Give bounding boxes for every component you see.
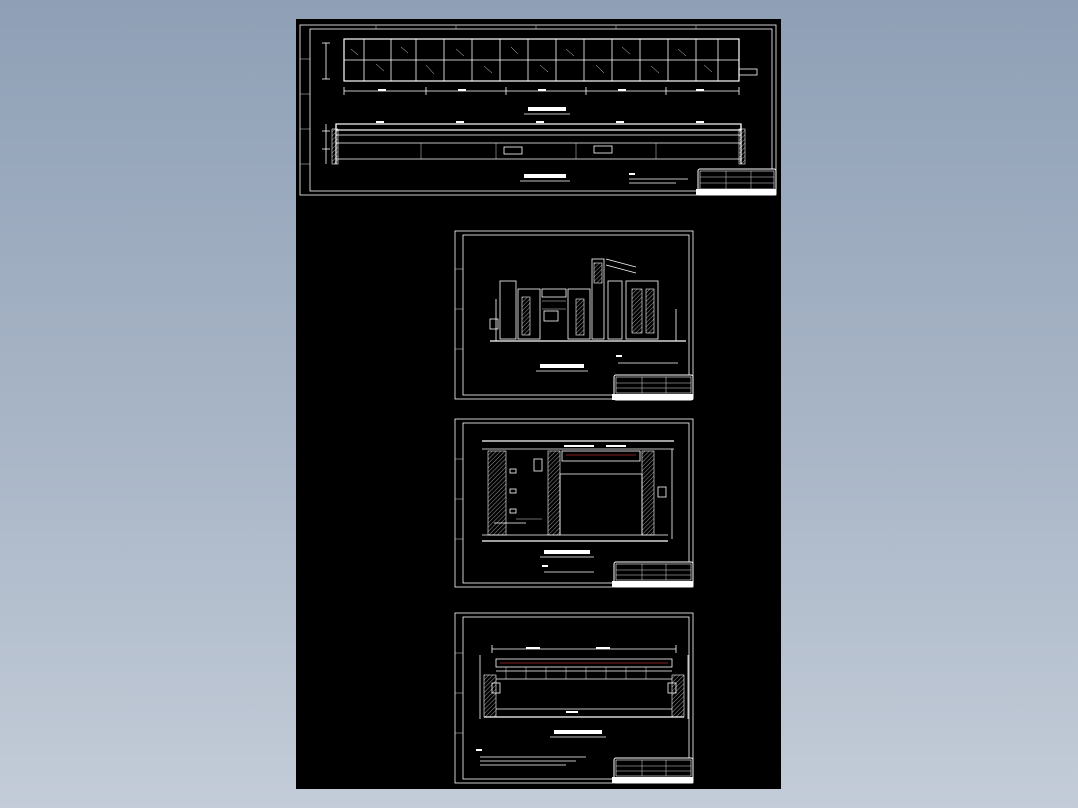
sheet-1-plan-view	[322, 38, 758, 82]
sheet-3-title-block	[612, 561, 694, 588]
sheet-2-border-ticks	[455, 268, 463, 350]
sheet-4-inner-border	[462, 616, 690, 780]
sheet-3-outer-border	[454, 418, 694, 588]
sheet-4-border-ticks	[455, 652, 463, 734]
sheet-1-title-block	[696, 168, 777, 196]
drawing-sheet-4[interactable]	[454, 612, 694, 784]
drawing-sheet-1[interactable]	[299, 24, 777, 196]
sheet-1-outer-border	[299, 24, 777, 196]
sheet-4-title-block	[612, 757, 694, 784]
drawing-sheet-3[interactable]	[454, 418, 694, 588]
sheet-1-caption-plan	[524, 107, 570, 115]
cad-drawing-canvas[interactable]	[296, 19, 781, 789]
sheet-3-inner-border	[462, 422, 690, 584]
sheet-2-title-block	[612, 374, 694, 401]
sheet-3-border-ticks	[455, 458, 463, 540]
sheet-4-outer-border	[454, 612, 694, 784]
sheet-3-caption	[540, 550, 594, 558]
sheet-3-section-view	[482, 440, 674, 542]
sheet-1-notes	[629, 173, 688, 184]
sheet-4-notes	[476, 749, 586, 766]
sheet-1-border-ticks	[300, 25, 697, 165]
sheet-2-caption	[536, 364, 588, 372]
sheet-2-inner-border	[462, 234, 690, 396]
sheet-4-caption	[550, 730, 606, 738]
sheet-1-section-view	[322, 121, 746, 165]
sheet-1-caption-section	[520, 174, 570, 182]
sheet-1-inner-border	[309, 28, 773, 192]
sheet-2-outer-border	[454, 230, 694, 400]
sheet-2-section-view	[489, 258, 686, 342]
sheet-1-dimension-line	[343, 87, 740, 95]
sheet-4-section-view	[479, 645, 689, 719]
sheet-2-notes	[616, 355, 678, 364]
drawing-svg	[299, 24, 777, 784]
drawing-sheet-2[interactable]	[454, 230, 694, 401]
sheet-3-notes	[542, 565, 594, 573]
